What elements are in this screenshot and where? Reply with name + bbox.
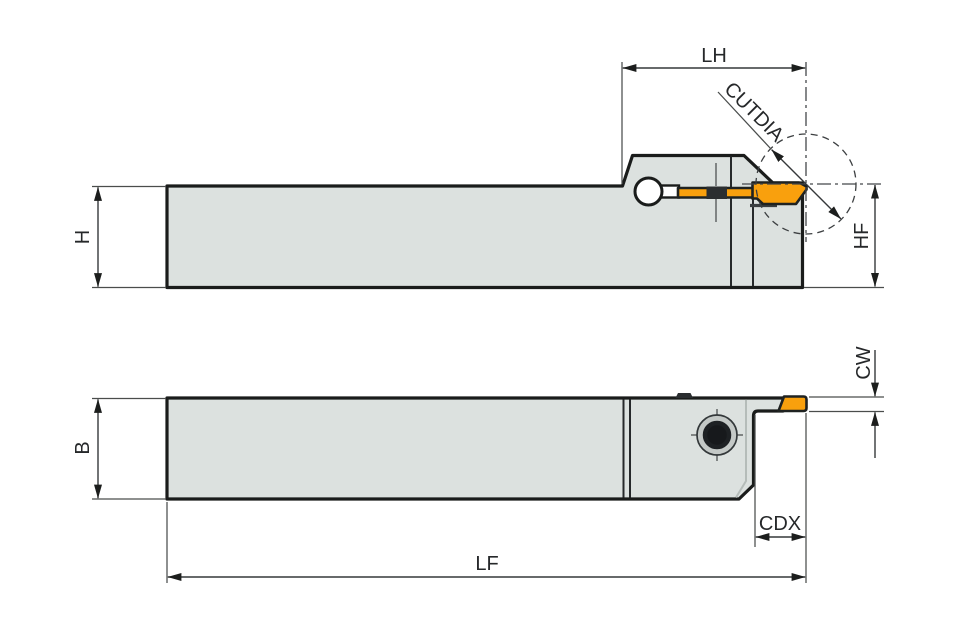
dim-lh: LH: [621, 45, 806, 184]
insert-screw: [691, 409, 743, 461]
side-view-insert: [751, 181, 808, 206]
top-view-insert: [777, 395, 808, 413]
step-bevel-edge: [735, 399, 747, 499]
dim-lf: LF: [166, 502, 806, 583]
dim-label-cdx: CDX: [759, 513, 801, 535]
relief-hole: [633, 176, 664, 207]
dim-label-h: H: [72, 230, 94, 244]
top-view: [165, 393, 808, 501]
side-view: [165, 153, 808, 290]
dim-h: H: [72, 185, 166, 289]
dim-label-cw: CW: [853, 346, 875, 379]
dim-cdx: CDX: [754, 413, 807, 583]
dim-label-lh: LH: [701, 45, 727, 67]
dim-label-hf: HF: [851, 223, 873, 250]
cut-diameter-circle: [755, 133, 857, 235]
clamp-tip-tab: [675, 393, 693, 398]
dim-label-lf: LF: [475, 553, 498, 575]
dim-b: B: [72, 397, 166, 500]
side-view-holder-body: [165, 153, 805, 290]
clamp-screw-block: [706, 186, 727, 199]
dim-label-b: B: [72, 441, 94, 454]
dim-label-cutdia: CUTDIA: [720, 78, 789, 147]
dim-hf: HF: [804, 184, 884, 289]
screw-head-inner: [702, 420, 732, 450]
top-view-holder-body: [165, 396, 785, 501]
dim-cw: CW: [809, 346, 884, 458]
